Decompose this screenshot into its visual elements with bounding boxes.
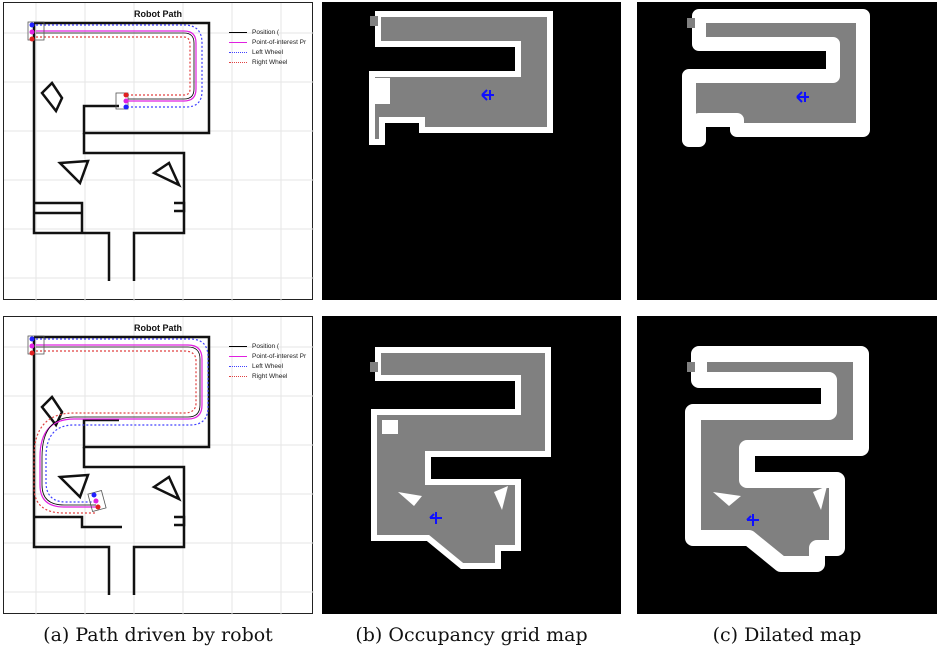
path-plot-bottom: Robot Path Position ( Point-of-interest … (3, 316, 314, 615)
legend-entry: Left Wheel (229, 361, 311, 371)
legend-entry: Position ( (229, 341, 311, 351)
legend-entry: Position ( (229, 27, 311, 37)
path-plot-canvas (4, 317, 314, 615)
caption-b: (b) Occupancy grid map (355, 624, 588, 646)
legend-entry: Left Wheel (229, 47, 311, 57)
environment-walls (32, 21, 211, 281)
plot-title: Robot Path (134, 323, 182, 333)
position-trace (36, 32, 195, 100)
dilated-map-canvas (682, 9, 870, 147)
position-trace (36, 346, 201, 506)
robot-arrow-icon (746, 514, 759, 526)
robot-arrow-icon (796, 91, 809, 103)
dilated-map-bottom (637, 316, 937, 614)
legend-entry: Point-of-interest Pr (229, 37, 311, 47)
environment-walls (32, 335, 211, 595)
right-wheel-trace (33, 350, 197, 514)
legend-entry: Right Wheel (229, 371, 311, 381)
dilated-map-canvas (685, 346, 869, 572)
dilated-map-top (637, 2, 937, 300)
path-plot-top: Robot Path Position ( Point-of-interest … (3, 2, 314, 301)
robot-arrow-icon (481, 89, 494, 101)
caption-a: (a) Path driven by robot (43, 624, 273, 646)
right-wheel-trace (36, 36, 191, 96)
plot-legend: Position ( Point-of-interest Pr Left Whe… (229, 341, 311, 381)
left-wheel-trace (36, 338, 209, 503)
legend-entry: Point-of-interest Pr (229, 351, 311, 361)
poi-trace (36, 344, 203, 508)
occupancy-map-canvas (370, 347, 551, 569)
path-plot-canvas (4, 3, 314, 301)
caption-c: (c) Dilated map (712, 624, 862, 646)
occupancy-map-canvas (369, 11, 553, 145)
occupancy-map-top (322, 2, 621, 300)
occupancy-map-bottom (322, 316, 621, 614)
poi-trace (36, 30, 197, 102)
plot-title: Robot Path (134, 9, 182, 19)
legend-entry: Right Wheel (229, 57, 311, 67)
robot-arrow-icon (429, 512, 442, 524)
left-wheel-trace (36, 24, 203, 108)
plot-legend: Position ( Point-of-interest Pr Left Whe… (229, 27, 311, 67)
